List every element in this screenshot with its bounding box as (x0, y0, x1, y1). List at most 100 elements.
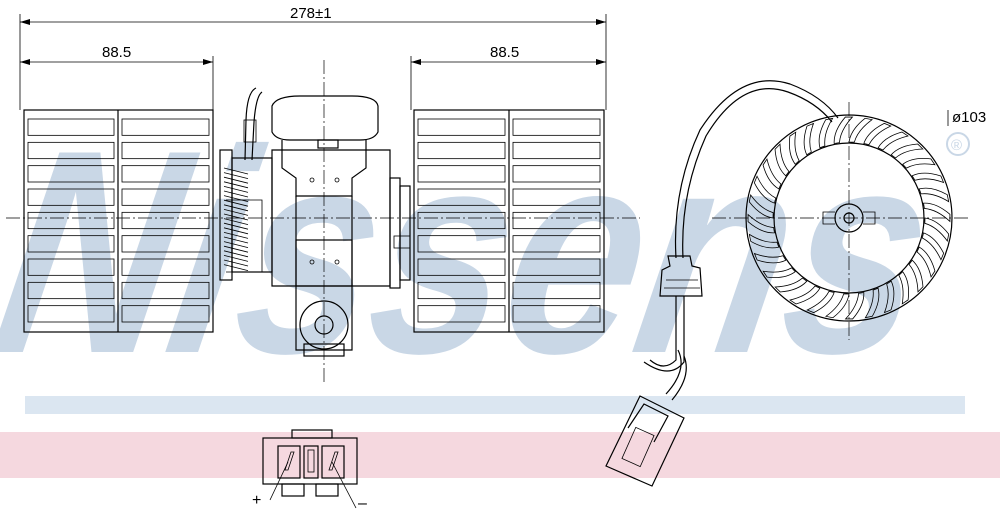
wheel-blade (748, 233, 780, 249)
wheel-blade (883, 280, 895, 314)
wheel-blade (877, 131, 909, 151)
wheel-blade (774, 277, 808, 293)
coil-winding (223, 199, 249, 207)
coil-winding (223, 186, 249, 193)
wheel-blade (833, 116, 854, 144)
coil-winding (223, 245, 249, 253)
drum-slat (27, 141, 115, 160)
drum-slat (27, 188, 115, 206)
drum-slat (27, 118, 115, 136)
wheel-blade (788, 131, 800, 165)
drum-slat (417, 211, 506, 230)
drum-slat (121, 211, 210, 230)
coil-winding (223, 172, 249, 179)
wheel-blade (924, 217, 950, 243)
drum-slat (512, 258, 601, 276)
coil-winding (223, 255, 249, 262)
wheel-blade (762, 267, 796, 279)
wheel-blade (916, 246, 936, 278)
wheel-blade (774, 143, 790, 177)
wheel-blade (753, 175, 777, 204)
coil-winding (223, 181, 249, 189)
wheel-blade (902, 157, 936, 169)
drum-slat (417, 305, 506, 323)
dimension-right: 88.5 (410, 44, 606, 110)
coil-winding (223, 241, 249, 248)
drum-slat (512, 211, 601, 230)
wheel-blade (923, 202, 951, 223)
wheel-blade (789, 285, 821, 305)
drum-slat (121, 118, 210, 136)
wheel-blade (918, 187, 950, 203)
drum-slat (417, 118, 506, 136)
wheel-blade (844, 292, 865, 320)
right-fan-drum (413, 109, 605, 333)
dimension-left-label: 88.5 (102, 44, 131, 61)
drum-slat (121, 188, 210, 206)
drum-slat (417, 258, 506, 276)
drum-slat (27, 211, 115, 230)
left-fan-drum (23, 109, 214, 333)
coil-winding (223, 176, 249, 184)
coil-winding (223, 222, 249, 230)
dimension-left: 88.5 (20, 44, 214, 110)
drum-slat (417, 281, 506, 300)
drum-slat (512, 281, 601, 300)
wheel-blade (864, 287, 880, 319)
drum-slat (27, 305, 115, 323)
drum-slat (512, 305, 601, 323)
drum-slat (27, 165, 115, 183)
watermark-logo: Nissens (0, 89, 954, 413)
coil-winding (223, 218, 249, 225)
wheel-blade (803, 122, 815, 156)
wheel-blade (806, 290, 835, 314)
drum-slat (121, 305, 210, 323)
drum-slat (512, 165, 601, 183)
coil-winding (223, 195, 249, 202)
wheel-blade (921, 232, 945, 261)
wheel-blade (753, 252, 787, 264)
wheel-blade (748, 193, 774, 219)
drum-slat (121, 235, 210, 253)
connector-minus-label: – (358, 495, 367, 512)
drum-slat (27, 235, 115, 253)
coil-winding (223, 264, 249, 271)
wheel-blade (863, 122, 892, 146)
drum-slat (512, 141, 601, 160)
registered-mark: ® (951, 137, 962, 154)
coil-winding (223, 167, 249, 175)
drum-slat (512, 235, 601, 253)
coil-winding (223, 236, 249, 244)
drum-slat (121, 165, 210, 183)
drum-slat (417, 188, 506, 206)
blower-wheel: ø103 (712, 102, 986, 340)
drum-slat (121, 141, 210, 160)
wheel-blade (818, 117, 834, 149)
drum-slat (27, 258, 115, 276)
drum-slat (417, 141, 506, 160)
coil-winding (223, 232, 249, 239)
wheel-blade (898, 271, 910, 305)
coil-winding (223, 190, 249, 198)
drum-slat (121, 258, 210, 276)
drum-slat (121, 281, 210, 300)
watermark-band-blue (25, 396, 965, 414)
drum-slat (27, 281, 115, 300)
coil-winding (223, 227, 249, 235)
wheel-diameter-label: ø103 (952, 109, 986, 126)
registered-mark-circle (946, 132, 970, 156)
coil-winding (223, 204, 249, 212)
wheel-blade (747, 213, 775, 234)
motor-body (219, 87, 411, 357)
drum-slat (512, 118, 601, 136)
wheel-blade (908, 259, 924, 293)
wheel-blade (911, 172, 945, 184)
wheel-blade (824, 293, 850, 319)
coil-winding (223, 250, 249, 258)
watermark-band-pink (0, 432, 1000, 478)
wheel-blade (848, 117, 874, 143)
drum-slat (417, 235, 506, 253)
wheel-blade (890, 143, 924, 159)
